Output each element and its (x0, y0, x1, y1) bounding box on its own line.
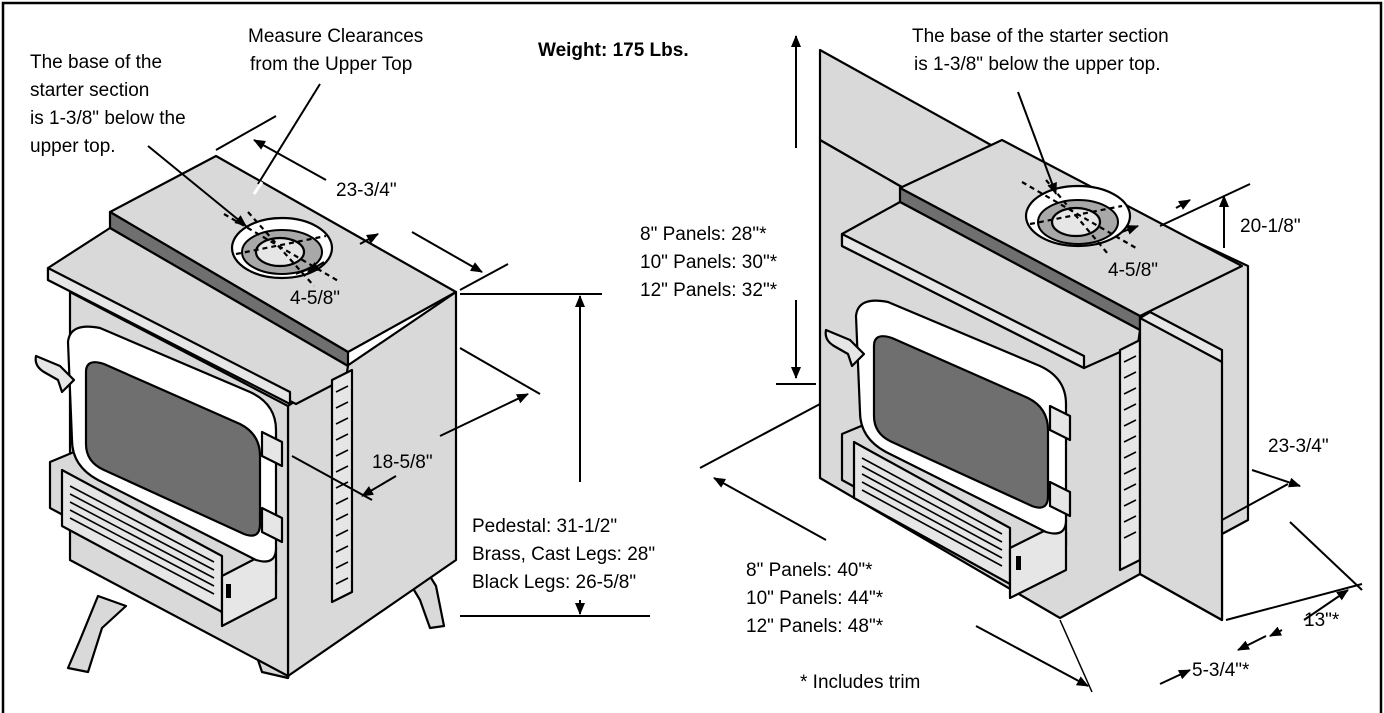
measure-note-line-1: Measure Clearances (248, 26, 423, 47)
left-base-note: The base of the starter section is 1-3/8… (30, 52, 186, 157)
left-dim-flue-offset: 4-5/8" (290, 288, 340, 309)
left-stove-illustration (34, 154, 458, 680)
right-base-note: The base of the starter section is 1-3/8… (912, 26, 1169, 75)
right-panel-heights: 8" Panels: 28"* 10" Panels: 30"* 12" Pan… (640, 224, 778, 301)
right-panel-widths: 8" Panels: 40"* 10" Panels: 44"* 12" Pan… (746, 560, 884, 637)
right-dim-side: 13"* (1304, 610, 1340, 631)
right-base-note-line-2: is 1-3/8" below the upper top. (914, 54, 1161, 75)
height-note-cast-legs: Brass, Cast Legs: 28" (472, 544, 655, 565)
left-base-note-line-3: is 1-3/8" below the (30, 108, 186, 129)
panel-width-12: 12" Panels: 48"* (746, 616, 884, 637)
panel-height-8: 8" Panels: 28"* (640, 224, 767, 245)
left-dim-depth: 18-5/8" (372, 452, 433, 473)
height-note-black-legs: Black Legs: 26-5/8" (472, 572, 636, 593)
includes-trim-footnote: * Includes trim (800, 672, 920, 693)
right-dim-depth: 23-3/4" (1268, 436, 1329, 457)
left-base-note-line-4: upper top. (30, 136, 116, 157)
panel-width-10: 10" Panels: 44"* (746, 588, 884, 609)
right-grille-louvers (861, 457, 1003, 567)
left-dim-width: 23-3/4" (336, 180, 397, 201)
weight-label: Weight: 175 Lbs. (538, 40, 689, 61)
left-side-vent-louvers (335, 385, 349, 585)
measure-clearances-note: Measure Clearances from the Upper Top (248, 26, 423, 75)
left-height-notes: Pedestal: 31-1/2" Brass, Cast Legs: 28" … (472, 516, 655, 593)
panel-width-8: 8" Panels: 40"* (746, 560, 873, 581)
height-note-pedestal: Pedestal: 31-1/2" (472, 516, 617, 537)
right-stove-illustration (818, 48, 1250, 622)
left-grille-louvers (69, 485, 215, 595)
right-dim-flue-offset: 4-5/8" (1108, 260, 1158, 281)
left-dimension-lines (147, 83, 650, 617)
right-dim-top-height: 20-1/8" (1240, 216, 1301, 237)
panel-height-10: 10" Panels: 30"* (640, 252, 778, 273)
right-dimension-lines (699, 35, 1363, 693)
right-dim-front: 5-3/4"* (1192, 660, 1250, 681)
right-base-note-line-1: The base of the starter section (912, 26, 1169, 47)
left-base-note-line-2: starter section (30, 80, 149, 101)
measure-note-line-2: from the Upper Top (250, 54, 412, 75)
panel-height-12: 12" Panels: 32"* (640, 280, 778, 301)
left-base-note-line-1: The base of the (30, 52, 162, 73)
right-side-vent-louvers (1123, 355, 1137, 539)
